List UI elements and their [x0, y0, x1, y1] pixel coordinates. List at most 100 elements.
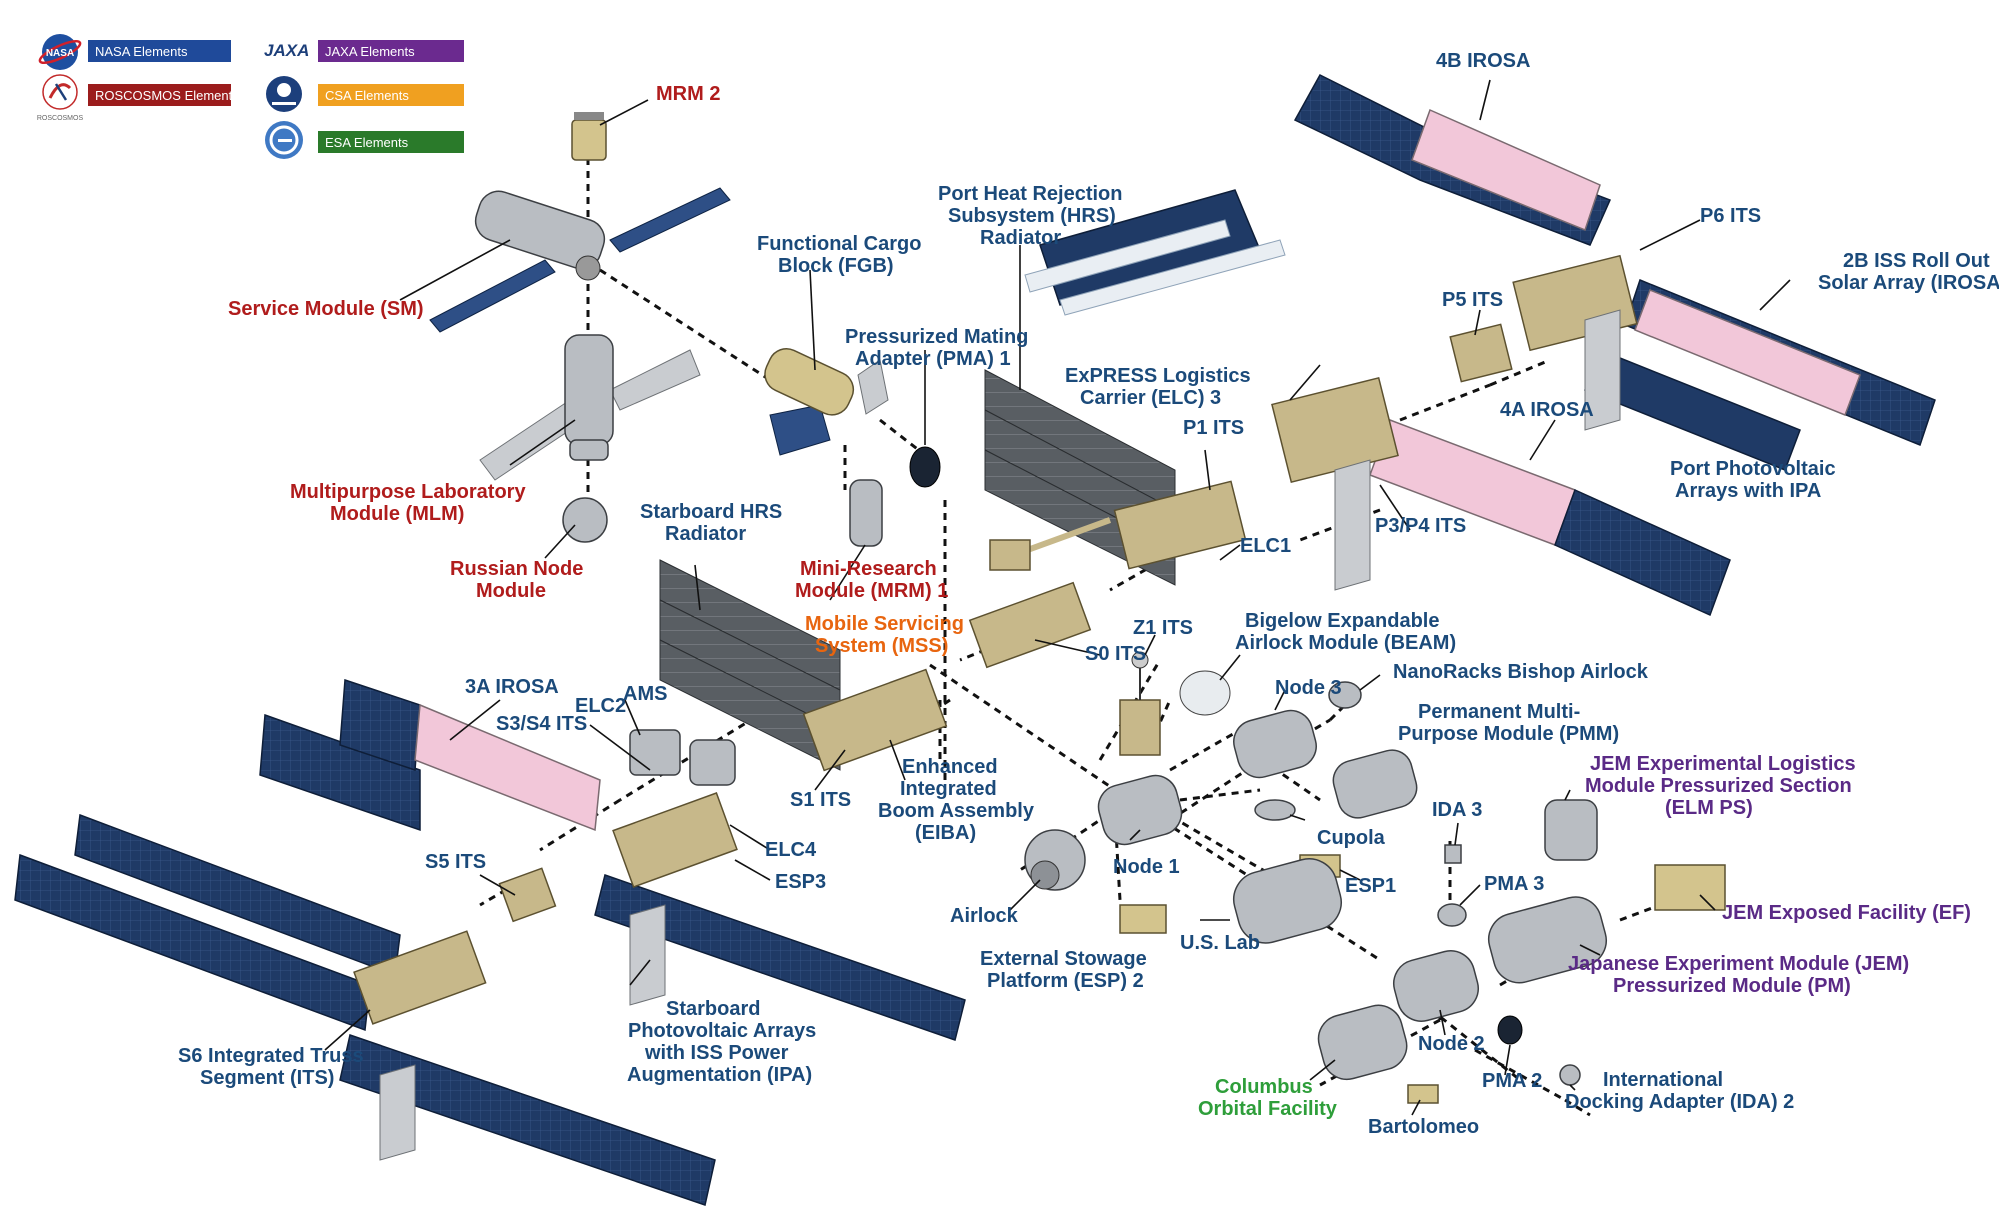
label-jem-pm-line2: Pressurized Module (PM): [1613, 975, 1851, 997]
pma2: [1497, 1015, 1523, 1045]
port-pv-upper: [1024, 189, 1286, 316]
label-irosa-2b-line1: 2B ISS Roll Out: [1843, 250, 1990, 272]
label-port-pv-line1: Port Photovoltaic: [1670, 458, 1836, 480]
s1-truss: [802, 668, 948, 772]
esa-logo-icon: [265, 121, 303, 159]
label-mrm2: MRM 2: [656, 83, 720, 105]
label-irosa-4b: 4B IROSA: [1436, 50, 1530, 72]
label-port-pv-line2: Arrays with IPA: [1675, 480, 1821, 502]
label-port-hrs-line2: Subsystem (HRS): [948, 205, 1116, 227]
starboard-pv-lower: [339, 874, 966, 1206]
mss-arm: [989, 517, 1112, 571]
label-p1-its: P1 ITS: [1183, 417, 1244, 439]
label-starboard-pv-line3: with ISS Power: [644, 1042, 789, 1064]
label-pma1-line2: Adapter (PMA) 1: [855, 348, 1011, 370]
label-jem-ef: JEM Exposed Facility (EF): [1722, 902, 1971, 924]
label-pma1-line1: Pressurized Mating: [845, 326, 1028, 348]
label-mss-line1: Mobile Servicing: [805, 613, 964, 635]
label-s0-its: S0 ITS: [1085, 643, 1146, 665]
label-irosa-3a: 3A IROSA: [465, 676, 559, 698]
csa-logo-icon: [266, 76, 302, 112]
legend-esa-label: ESA Elements: [325, 135, 409, 150]
legend-nasa: NASA NASA Elements: [38, 34, 231, 70]
label-starboard-pv-line2: Photovoltaic Arrays: [628, 1020, 816, 1042]
label-p3p4-its: P3/P4 ITS: [1375, 515, 1466, 537]
legend-csa-label: CSA Elements: [325, 88, 409, 103]
elm-ps-module: [1544, 799, 1598, 861]
label-ida2-line1: International: [1603, 1069, 1723, 1091]
label-starboard-pv-line4: Augmentation (IPA): [627, 1064, 812, 1086]
airlock-module: [1024, 829, 1086, 891]
label-port-hrs-line1: Port Heat Rejection: [938, 183, 1122, 205]
label-elc3-line1: ExPRESS Logistics: [1065, 365, 1251, 387]
label-elm-line3: (ELM PS): [1665, 797, 1753, 819]
label-s1-its: S1 ITS: [790, 789, 851, 811]
fgb-module: [764, 348, 889, 456]
label-starboard-pv-line1: Starboard: [666, 998, 760, 1020]
label-starboard-hrs-line2: Radiator: [665, 523, 746, 545]
ida3: [1444, 844, 1462, 864]
roscosmos-logo-icon: [42, 74, 78, 110]
label-fgb-line1: Functional Cargo: [757, 233, 921, 255]
legend-roscosmos-label: ROSCOSMOS Elements: [95, 88, 239, 103]
label-mss-line2: System (MSS): [815, 635, 948, 657]
s0-truss: [968, 581, 1092, 669]
label-nanoracks: NanoRacks Bishop Airlock: [1393, 661, 1649, 683]
legend-csa: CSA Elements: [266, 76, 464, 112]
label-mrm1-line2: Module (MRM) 1: [795, 580, 948, 602]
node1-module: [1097, 774, 1183, 846]
label-bartolomeo: Bartolomeo: [1368, 1116, 1479, 1138]
label-esp3: ESP3: [775, 871, 826, 893]
ida2: [1559, 1064, 1581, 1086]
legend-roscosmos: ROSCOSMOS ROSCOSMOS Elements: [37, 74, 239, 122]
label-elm-line2: Module Pressurized Section: [1585, 775, 1852, 797]
label-us-lab: U.S. Lab: [1180, 932, 1260, 954]
label-ida2-line2: Docking Adapter (IDA) 2: [1565, 1091, 1794, 1113]
label-irosa-2b-line2: Solar Array (IROSA): [1818, 272, 1999, 294]
label-elc4: ELC4: [765, 839, 817, 861]
node3-module: [1233, 709, 1317, 779]
label-esp1: ESP1: [1345, 875, 1396, 897]
label-node2: Node 2: [1418, 1033, 1485, 1055]
russian-node-module: [562, 497, 608, 543]
pmm-module: [1332, 749, 1418, 819]
us-lab-module: [1232, 858, 1342, 944]
port-truss: [1113, 254, 1638, 591]
svg-text:NASA: NASA: [46, 48, 74, 59]
label-eiba-line2: Integrated: [900, 778, 997, 800]
label-s6-its-line1: S6 Integrated Truss: [178, 1045, 364, 1067]
label-russian-node-line2: Module: [476, 580, 546, 602]
label-eiba-line1: Enhanced: [902, 756, 998, 778]
leader-lines: [324, 79, 1791, 1116]
nanoracks-airlock: [1328, 681, 1362, 709]
label-starboard-hrs-line1: Starboard HRS: [640, 501, 782, 523]
mlm-module: [479, 334, 701, 481]
label-service-module: Service Module (SM): [228, 298, 424, 320]
z1-truss: [1119, 651, 1161, 756]
label-mlm-line1: Multipurpose Laboratory: [290, 481, 526, 503]
columbus-module: [1317, 1004, 1408, 1081]
label-mlm-line2: Module (MLM): [330, 503, 464, 525]
label-node3: Node 3: [1275, 677, 1342, 699]
beam-module: [1179, 670, 1231, 716]
legend: NASA NASA Elements ROSCOSMOS ROSCOSMOS E…: [37, 34, 464, 159]
label-beam-line2: Airlock Module (BEAM): [1235, 632, 1456, 654]
legend-jaxa-label: JAXA Elements: [325, 44, 415, 59]
label-cupola: Cupola: [1317, 827, 1386, 849]
roscosmos-logo-caption: ROSCOSMOS: [37, 115, 84, 122]
cupola-module: [1254, 799, 1296, 821]
jaxa-logo-icon: JAXA: [264, 41, 309, 60]
pma1: [909, 446, 941, 488]
label-columbus-line2: Orbital Facility: [1198, 1098, 1338, 1120]
nasa-logo-icon: NASA: [38, 34, 82, 70]
label-jem-pm-line1: Japanese Experiment Module (JEM): [1568, 953, 1909, 975]
legend-jaxa: JAXA JAXA Elements: [264, 40, 464, 62]
label-elc1: ELC1: [1240, 535, 1291, 557]
label-mrm1-line1: Mini-Research: [800, 558, 937, 580]
label-esp2-line2: Platform (ESP) 2: [987, 970, 1144, 992]
label-elc3-line2: Carrier (ELC) 3: [1080, 387, 1221, 409]
label-pma3: PMA 3: [1484, 873, 1544, 895]
mrm1-module: [849, 479, 883, 547]
labels: MRM 2 Service Module (SM) Multipurpose L…: [178, 50, 1999, 1138]
